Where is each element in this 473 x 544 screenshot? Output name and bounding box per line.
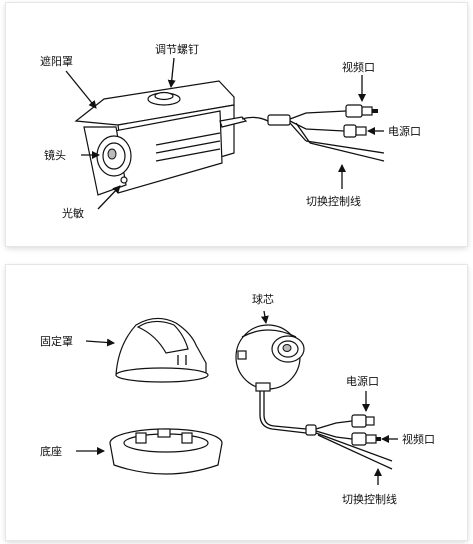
switch-control-wire-2: [309, 142, 385, 162]
video-connector: [345, 104, 378, 118]
switch-control-line-label: 切换控制线: [342, 492, 397, 506]
video-connector: [351, 432, 381, 446]
fixed-cover-callout: [85, 338, 115, 347]
fixed-cover: [115, 317, 209, 383]
video-port-label: 视频口: [342, 60, 375, 74]
switch-control-line-label: 切换控制线: [306, 194, 361, 208]
bullet-camera-panel: 遮阳罩 调节螺钉 镜头 光敏 视频口 电源口 切换控制线: [6, 3, 467, 246]
bullet-camera: [74, 80, 248, 196]
dome-camera-diagram: 球芯 固定罩 底座 电源口 视频口 切换控制线: [40, 292, 435, 506]
power-port-label: 电源口: [346, 374, 379, 388]
lens-label: 镜头: [44, 148, 66, 162]
ball-core-callout: [260, 310, 269, 324]
adjust-screw-label: 调节螺钉: [155, 43, 199, 56]
switch-control-wire-2: [317, 434, 393, 470]
switch-control-wire-1: [305, 140, 385, 154]
fixed-cover-label: 固定罩: [40, 334, 73, 348]
adjust-screw-callout: [167, 57, 176, 88]
base: [109, 428, 223, 475]
bullet-camera-cable: [241, 104, 385, 162]
power-connector: [343, 124, 367, 138]
bullet-camera-diagram: 遮阳罩 调节螺钉 镜头 光敏 视频口 电源口 切换控制线: [40, 43, 421, 220]
sunshade-callout: [65, 70, 97, 109]
adjust-screw: [147, 91, 181, 106]
base-label: 底座: [40, 444, 62, 458]
dome-camera-panel: 球芯 固定罩 底座 电源口 视频口 切换控制线: [6, 265, 467, 540]
video-port-label: 视频口: [402, 432, 435, 446]
power-port-label: 电源口: [388, 124, 421, 138]
ball-core: [235, 324, 305, 392]
photosensor-label: 光敏: [62, 206, 84, 220]
photosensor-callout: [97, 185, 121, 210]
power-connector: [351, 414, 375, 428]
lens: [96, 135, 132, 177]
ball-core-label: 球芯: [252, 292, 274, 306]
dome-camera-cable: [259, 391, 393, 470]
sunshade-label: 遮阳罩: [40, 54, 73, 68]
switch-control-wire-1: [315, 432, 393, 462]
photosensor: [120, 176, 128, 184]
